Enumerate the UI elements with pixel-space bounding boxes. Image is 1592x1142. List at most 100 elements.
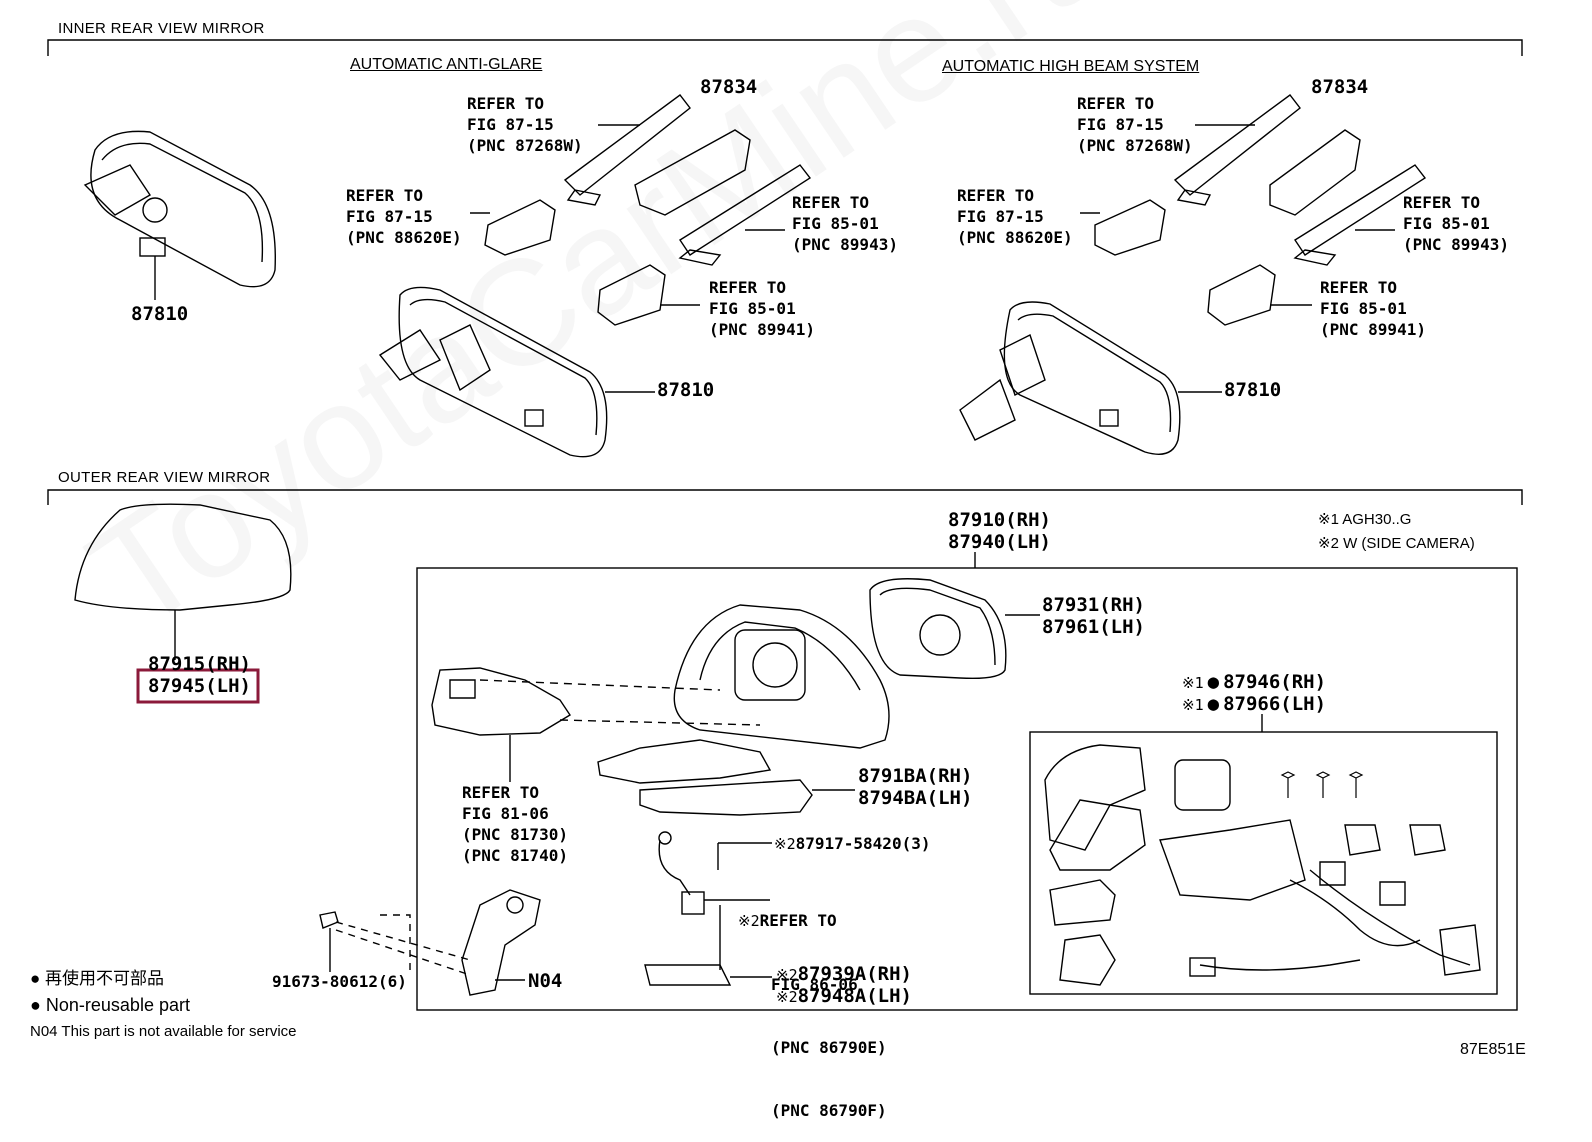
ref-line: FIG 85-01 [1403, 214, 1490, 233]
note-2: ※2 W (SIDE CAMERA) [1318, 535, 1475, 552]
ref-line: (PNC 89941) [1320, 320, 1426, 339]
mirror-glass [869, 578, 1040, 680]
legend-n04: N04 This part is not available for servi… [30, 1023, 297, 1040]
ref-line: FIG 85-01 [1320, 299, 1407, 318]
non-reusable-dot: ● [30, 995, 41, 1015]
diagram-drawing [47, 39, 1523, 1011]
outer-section-bracket [47, 489, 1523, 505]
part-87939[interactable]: 87939A(RH) [797, 963, 912, 985]
part-87966[interactable]: 87966(LH) [1223, 693, 1327, 715]
part-87931[interactable]: 87931(RH) [1042, 594, 1145, 616]
turn-signal-lamp [431, 667, 571, 782]
ref-a3[interactable]: REFER TO FIG 85-01 (PNC 89943) [792, 192, 898, 255]
ref-b3[interactable]: REFER TO FIG 85-01 (PNC 89943) [1403, 192, 1509, 255]
ref-line: (PNC 89943) [792, 235, 898, 254]
ref-line: FIG 85-01 [709, 299, 796, 318]
ref-line: FIG 86-06 [771, 975, 858, 994]
mark-2: ※2 [776, 988, 798, 1006]
mirror-base-n04 [461, 889, 541, 996]
ref-line: REFER TO [346, 186, 424, 205]
part-87939-row[interactable]: ※287939A(RH) [776, 965, 912, 984]
ref-line: (PNC 89943) [1403, 235, 1509, 254]
ref-a2[interactable]: REFER TO FIG 87-15 (PNC 88620E) [346, 185, 462, 248]
ref-line: (PNC 81740) [462, 846, 568, 865]
ref-line: REFER TO [462, 783, 540, 802]
ref-c1[interactable]: REFER TO FIG 81-06 (PNC 81730) (PNC 81740) [462, 782, 568, 866]
part-87917-row[interactable]: ※287917-58420(3) [774, 836, 930, 852]
mark-1: ※1 [1182, 674, 1204, 692]
retractor-sub-box [1029, 731, 1498, 995]
part-n04[interactable]: N04 [528, 970, 563, 992]
mark-1: ※1 [1182, 696, 1204, 714]
retractor-parts [1044, 744, 1481, 986]
screw-91673 [319, 911, 339, 972]
ref-line: (PNC 88620E) [346, 228, 462, 247]
ref-line: (PNC 81730) [462, 825, 568, 844]
part-87948-row[interactable]: ※287948A(LH) [776, 987, 912, 1006]
part-87966-row[interactable]: ※1●87966(LH) [1182, 695, 1326, 714]
ref-b2[interactable]: REFER TO FIG 87-15 (PNC 88620E) [957, 185, 1073, 248]
ref-line: (PNC 89941) [709, 320, 815, 339]
ref-line: FIG 87-15 [1077, 115, 1164, 134]
ref-line: (PNC 86790F) [771, 1101, 887, 1120]
inner-section-title: INNER REAR VIEW MIRROR [58, 20, 265, 37]
part-87945[interactable]: 87945(LH) [148, 675, 251, 697]
ref-line: REFER TO [792, 193, 870, 212]
ref-a4[interactable]: REFER TO FIG 85-01 (PNC 89941) [709, 277, 815, 340]
figure-id: 87E851E [1460, 1041, 1526, 1058]
part-87915[interactable]: 87915(RH) [148, 653, 251, 675]
ref-line: REFER TO [957, 186, 1035, 205]
mark-2: ※2 [738, 912, 760, 930]
ref-line: FIG 87-15 [346, 207, 433, 226]
highlight-box [136, 668, 260, 704]
legend-jp-row: ● 再使用不可部品 [30, 970, 164, 987]
ref-line: REFER TO [1320, 278, 1398, 297]
ref-line: FIG 85-01 [792, 214, 879, 233]
inner-mirror-basic [83, 130, 276, 300]
high-beam-cover-parts [1080, 94, 1427, 326]
part-87910[interactable]: 87910(RH) [948, 509, 1051, 531]
high-beam-mirror [959, 301, 1222, 455]
ref-b4[interactable]: REFER TO FIG 85-01 (PNC 89941) [1320, 277, 1426, 340]
part-87940[interactable]: 87940(LH) [948, 531, 1051, 553]
ref-line: (PNC 88620E) [957, 228, 1073, 247]
non-reusable-dot: ● [1207, 671, 1220, 693]
anti-glare-heading: AUTOMATIC ANTI-GLARE [350, 56, 543, 73]
ref-c2[interactable]: ※2REFER TO FIG 86-06 (PNC 86790E) (PNC 8… [738, 868, 887, 1142]
part-87948[interactable]: 87948A(LH) [797, 985, 912, 1007]
part-87946-row[interactable]: ※1●87946(RH) [1182, 673, 1326, 692]
ref-line: FIG 81-06 [462, 804, 549, 823]
part-91673[interactable]: 91673-80612(6) [272, 972, 407, 991]
part-8791BA[interactable]: 8791BA(RH) [858, 765, 973, 787]
part-87961[interactable]: 87961(LH) [1042, 616, 1145, 638]
part-87834-a[interactable]: 87834 [700, 76, 758, 98]
mirror-housing [673, 604, 890, 749]
ref-line: (PNC 87268W) [467, 136, 583, 155]
ref-line: REFER TO [709, 278, 787, 297]
ref-line: FIG 87-15 [957, 207, 1044, 226]
part-87834-b[interactable]: 87834 [1311, 76, 1369, 98]
inner-section-bracket [47, 39, 1523, 56]
part-87917[interactable]: 87917-58420(3) [795, 834, 931, 853]
outer-mirror-cover [74, 503, 292, 660]
high-beam-heading: AUTOMATIC HIGH BEAM SYSTEM [942, 58, 1200, 75]
mirror-assembly-box [416, 567, 1518, 1011]
part-87810-a[interactable]: 87810 [657, 379, 715, 401]
anti-glare-cover-parts [470, 94, 812, 326]
ref-line: (PNC 86790E) [771, 1038, 887, 1057]
part-8794BA[interactable]: 8794BA(LH) [858, 787, 973, 809]
part-87810-left[interactable]: 87810 [131, 303, 189, 325]
ref-line: FIG 87-15 [467, 115, 554, 134]
part-87946[interactable]: 87946(RH) [1223, 671, 1327, 693]
ref-line: REFER TO [1077, 94, 1155, 113]
part-87810-b[interactable]: 87810 [1224, 379, 1282, 401]
outer-section-title: OUTER REAR VIEW MIRROR [58, 469, 271, 486]
side-camera [644, 831, 772, 986]
non-reusable-dot: ● [30, 969, 41, 988]
ref-line: REFER TO [1403, 193, 1481, 212]
lower-frame [597, 739, 855, 816]
legend-en: Non-reusable part [45, 995, 190, 1015]
anti-glare-mirror [378, 286, 655, 458]
